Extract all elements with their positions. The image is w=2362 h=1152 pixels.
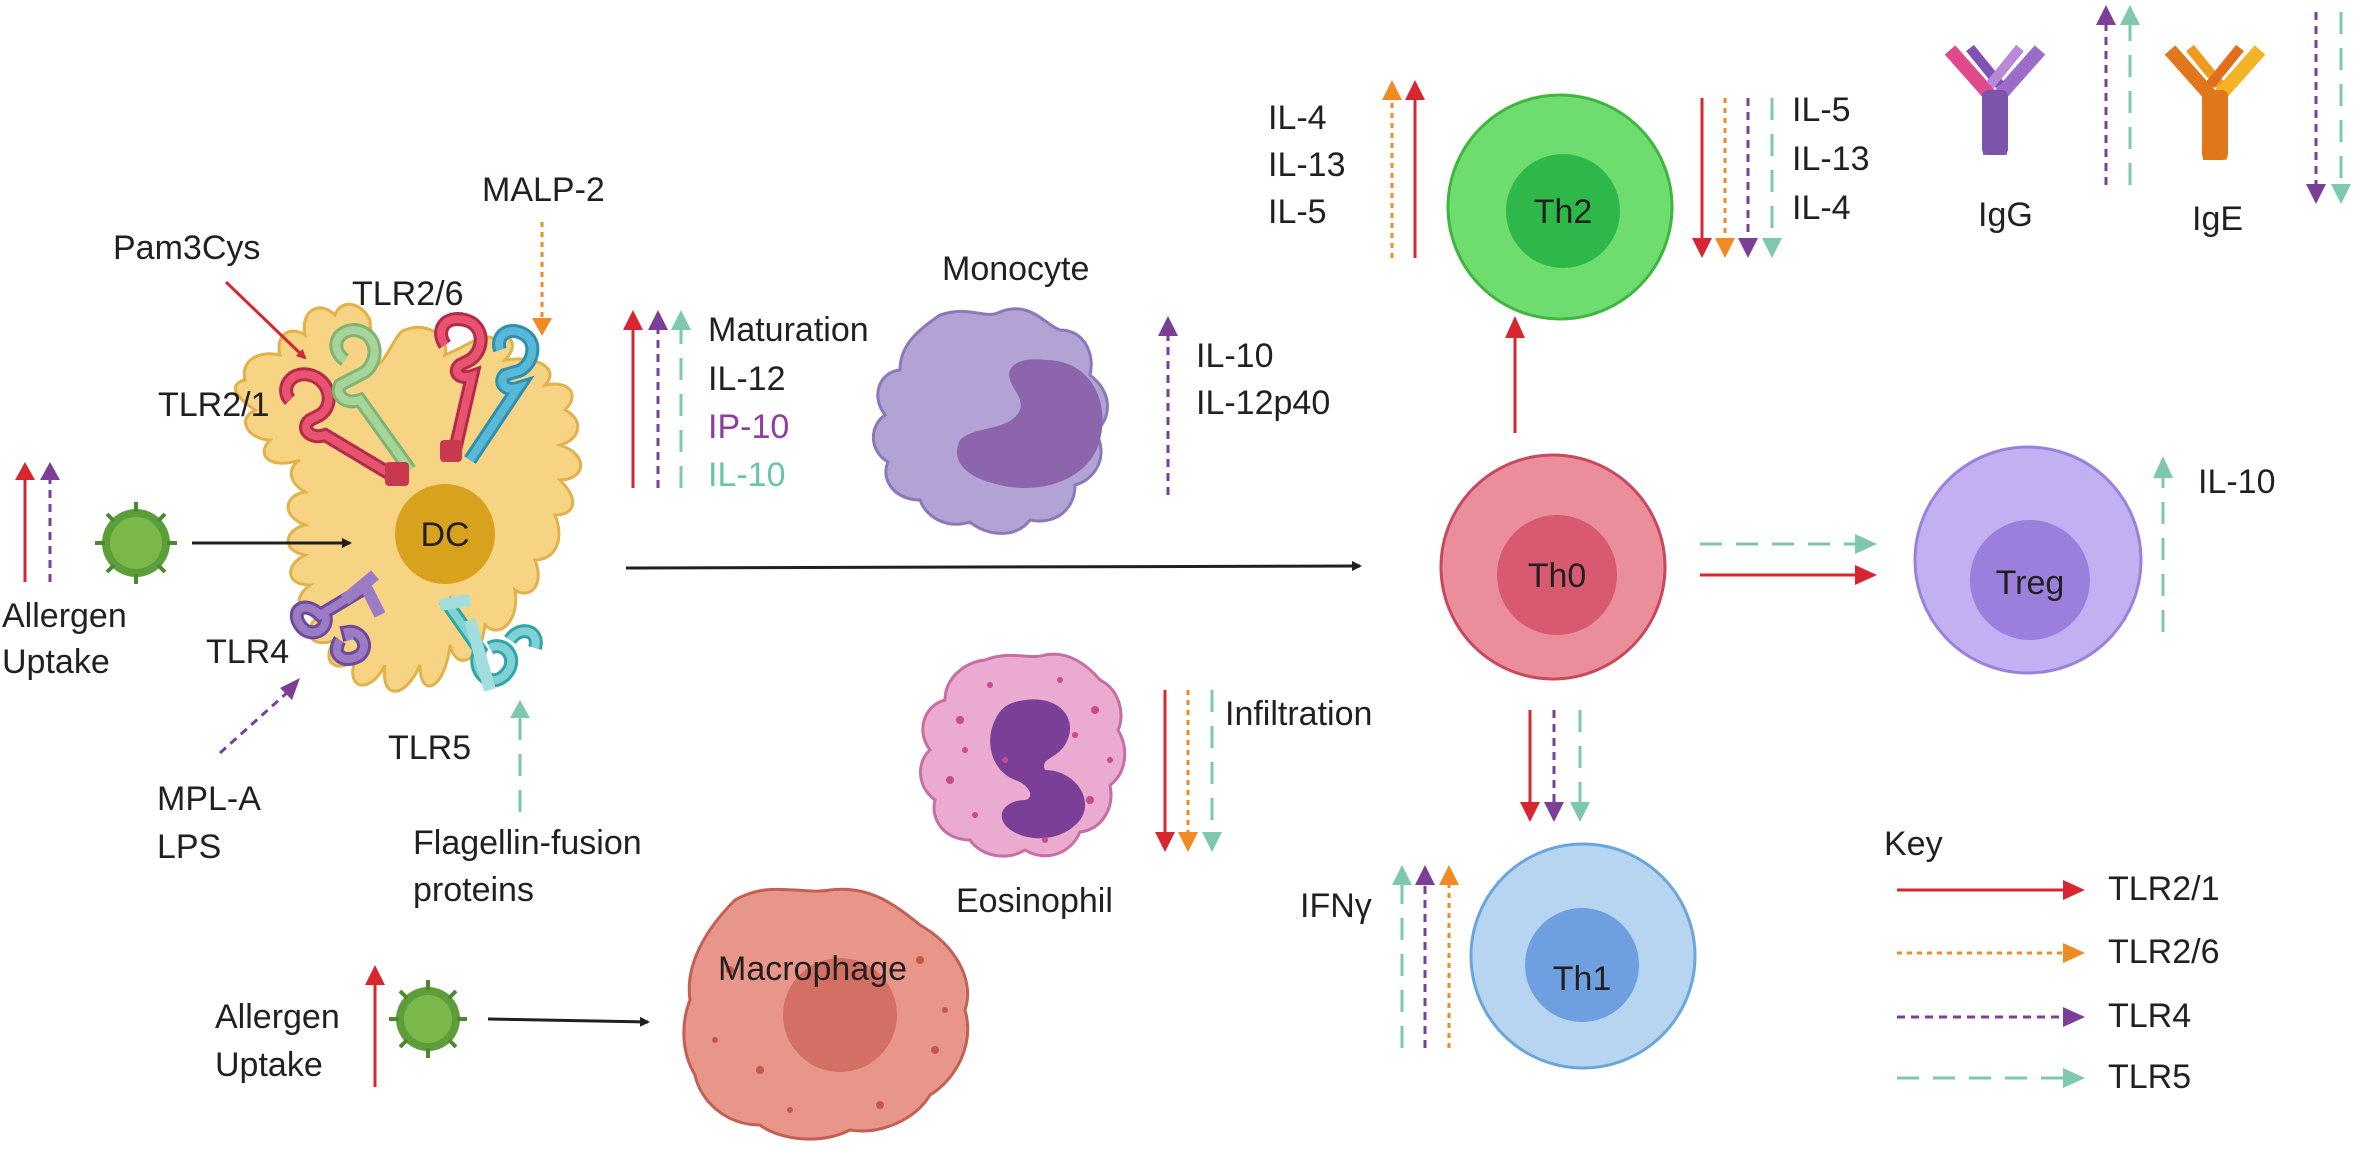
th1-label: Th1 xyxy=(1553,960,1612,998)
allergen-uptake-label-2: Uptake xyxy=(2,643,110,681)
tlr21-receptor xyxy=(279,322,416,487)
maturation-label: Maturation xyxy=(708,311,869,349)
tlr4-receptor xyxy=(289,570,386,666)
ige-label: IgE xyxy=(2192,200,2243,238)
ige-antibody xyxy=(2164,44,2266,160)
monocyte-label: Monocyte xyxy=(942,250,1089,288)
legend-title: Key xyxy=(1884,825,1943,863)
dendritic-cell: DC xyxy=(233,302,583,693)
th2-left-label-2: IL-13 xyxy=(1268,146,1346,184)
dc-label: DC xyxy=(420,516,469,554)
dc-to-th0-arrow xyxy=(625,561,1362,572)
igg-label: IgG xyxy=(1978,196,2033,234)
lps-label: LPS xyxy=(157,828,221,866)
allergen-to-macrophage-arrow xyxy=(487,1016,650,1027)
eosinophil-label: Eosinophil xyxy=(956,882,1113,920)
legend-item-tlr4: TLR4 xyxy=(2108,997,2191,1035)
tlr26-label: TLR2/6 xyxy=(352,275,464,313)
macrophage-allergen-particle xyxy=(389,980,467,1058)
legend-item-tlr5: TLR5 xyxy=(2108,1058,2191,1096)
mpla-label: MPL-A xyxy=(157,780,261,818)
eosinophil-cell xyxy=(919,652,1127,858)
ip10-label: IP-10 xyxy=(708,408,789,446)
tlr5-receptor xyxy=(439,594,543,692)
il10-dc-label: IL-10 xyxy=(708,456,786,494)
dc-nucleus xyxy=(395,484,495,584)
tlr4-label: TLR4 xyxy=(206,633,289,671)
tlr5-label: TLR5 xyxy=(388,729,471,767)
il12-label: IL-12 xyxy=(708,360,786,398)
monocyte-il12p40-label: IL-12p40 xyxy=(1196,384,1330,422)
macrophage-cell xyxy=(682,887,970,1141)
th0-label: Th0 xyxy=(1528,557,1587,595)
th2-label: Th2 xyxy=(1534,193,1593,231)
th2-right-label-2: IL-13 xyxy=(1792,140,1870,178)
th1-cell xyxy=(1469,842,1697,1070)
monocyte-il10-label: IL-10 xyxy=(1196,337,1274,375)
pam3cys-label: Pam3Cys xyxy=(113,229,260,267)
pam3cys-arrow xyxy=(224,280,307,360)
th2-cell xyxy=(1446,93,1674,321)
allergen-particle xyxy=(95,502,177,584)
macrophage-label: Macrophage xyxy=(718,950,907,988)
allergen-uptake-label-1: Allergen xyxy=(2,597,127,635)
legend: Key TLR2/1 TLR2/6 TLR4 TLR5 xyxy=(1884,825,2220,1096)
tlr26-receptor xyxy=(434,312,540,464)
monocyte-cell xyxy=(871,307,1109,535)
macrophage-allergen-label-2: Uptake xyxy=(215,1046,323,1084)
legend-item-tlr21: TLR2/1 xyxy=(2108,870,2220,908)
treg-cell xyxy=(1913,445,2143,675)
th2-left-label-1: IL-4 xyxy=(1268,99,1327,137)
flagellin-label-2: proteins xyxy=(413,871,534,909)
macrophage-allergen-label-1: Allergen xyxy=(215,998,340,1036)
tlr21-label: TLR2/1 xyxy=(158,386,270,424)
flagellin-label-1: Flagellin-fusion xyxy=(413,824,642,862)
mpla-arrow xyxy=(218,688,292,755)
th2-right-label-3: IL-4 xyxy=(1792,189,1851,227)
legend-item-tlr26: TLR2/6 xyxy=(2108,933,2220,971)
th2-right-label-1: IL-5 xyxy=(1792,91,1851,129)
igg-antibody xyxy=(1944,44,2046,155)
th0-cell xyxy=(1439,453,1667,681)
treg-label: Treg xyxy=(1996,564,2065,602)
treg-il10-label: IL-10 xyxy=(2198,463,2276,501)
ifng-label: IFNγ xyxy=(1300,887,1372,925)
malp2-label: MALP-2 xyxy=(482,171,605,209)
infiltration-label: Infiltration xyxy=(1225,695,1372,733)
th2-left-label-3: IL-5 xyxy=(1268,193,1327,231)
